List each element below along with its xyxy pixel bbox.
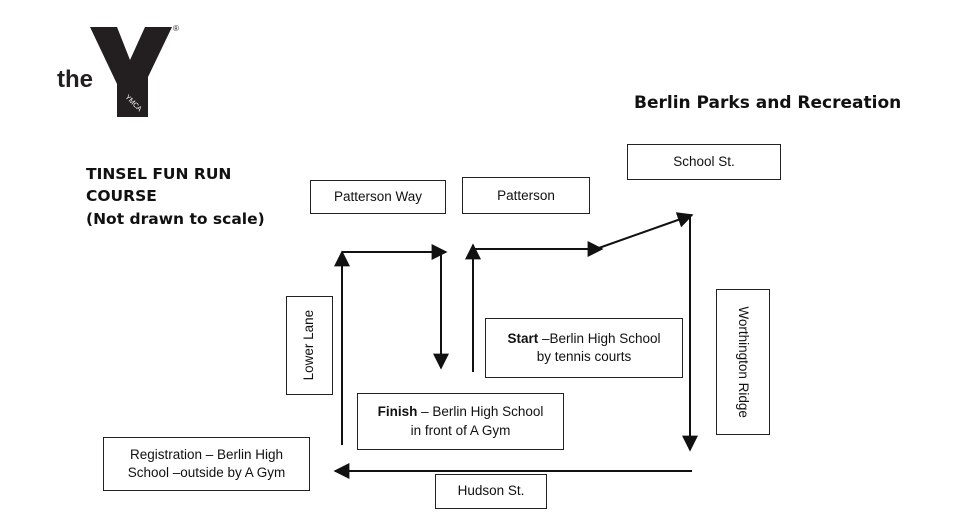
street-label-school-st: School St. bbox=[627, 144, 781, 180]
finish-line-2: in front of A Gym bbox=[410, 422, 511, 438]
start-label: Start bbox=[507, 330, 539, 346]
logo-registered-mark: ® bbox=[173, 24, 179, 33]
title-line-1: TINSEL FUN RUN bbox=[86, 165, 232, 183]
finish-label: Finish bbox=[377, 404, 418, 420]
course-title: TINSEL FUN RUN COURSE (Not drawn to scal… bbox=[86, 163, 265, 230]
street-label-hudson-st: Hudson St. bbox=[435, 474, 547, 509]
lower-lane-text: Lower Lane bbox=[301, 310, 317, 381]
patterson-text: Patterson bbox=[497, 188, 555, 203]
street-label-lower-lane: Lower Lane bbox=[286, 296, 333, 395]
route-school-st bbox=[595, 212, 694, 250]
finish-location-box: Finish – Berlin High School in front of … bbox=[357, 393, 564, 450]
patterson-way-text: Patterson Way bbox=[333, 188, 423, 204]
ymca-y-logo-icon bbox=[90, 27, 172, 117]
worthington-ridge-text: Worthington Ridge bbox=[736, 306, 752, 418]
hudson-st-text: Hudson St. bbox=[457, 483, 525, 499]
title-line-2: COURSE bbox=[86, 187, 157, 206]
logo-wordmark: the bbox=[57, 66, 93, 93]
registration-line-1: Registration – Berlin High bbox=[129, 446, 284, 462]
street-label-patterson-way: Patterson Way bbox=[310, 180, 446, 214]
start-location-box: Start –Berlin High School by tennis cour… bbox=[485, 318, 683, 378]
street-label-worthington-ridge: Worthington Ridge bbox=[716, 289, 770, 435]
registration-box: Registration – Berlin High School –outsi… bbox=[103, 437, 310, 491]
school-st-text: School St. bbox=[673, 153, 735, 169]
organization-name: Berlin Parks and Recreation bbox=[634, 93, 902, 113]
street-label-patterson: Patterson bbox=[462, 177, 590, 214]
finish-line-1: – Berlin High School bbox=[417, 404, 544, 420]
ymca-logo: the YMCA ® bbox=[55, 22, 185, 122]
start-line-1: –Berlin High School bbox=[538, 330, 661, 346]
registration-line-2: School –outside by A Gym bbox=[127, 465, 286, 480]
start-line-2: by tennis courts bbox=[536, 349, 632, 364]
title-line-3: (Not drawn to scale) bbox=[86, 209, 265, 228]
